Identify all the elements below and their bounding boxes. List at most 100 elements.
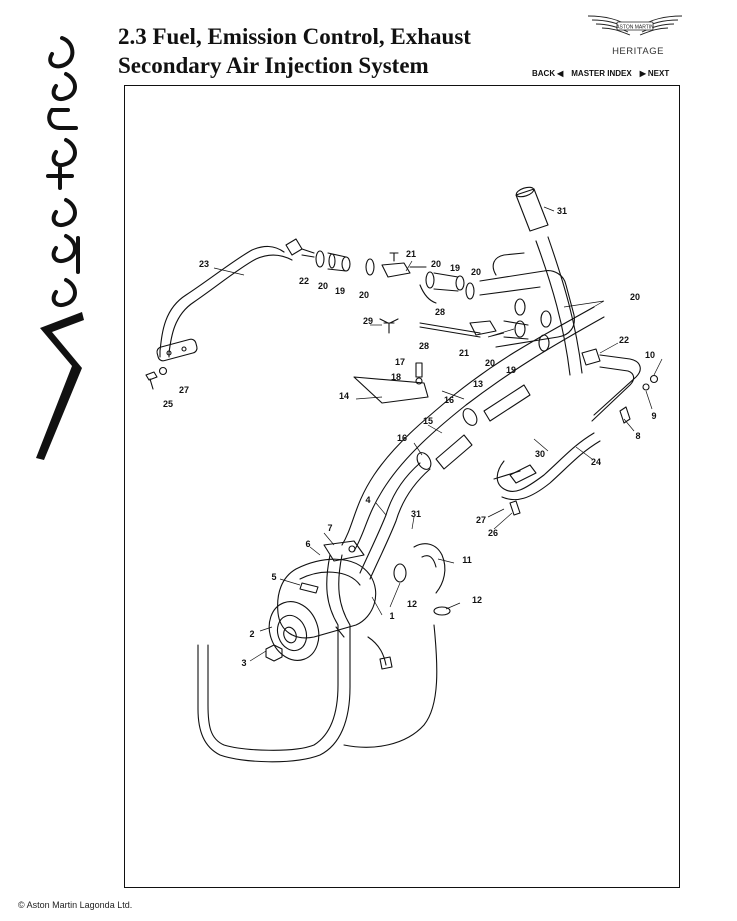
callout-19-c: 19 [506,365,516,375]
title-line-2: Secondary Air Injection System [118,53,429,78]
back-label: BACK [532,69,556,78]
connector-22-left [285,238,303,256]
callout-26: 26 [488,528,498,538]
tube-28-lower [419,322,481,338]
callout-22-right: 22 [619,335,629,345]
bracket-14 [353,376,429,404]
air-pump-1 [277,558,377,639]
pipe-31-vertical [535,236,583,376]
pipe-24 [496,432,601,501]
tube-28-upper [419,284,437,304]
callout-30: 30 [535,449,545,459]
callout-3: 3 [241,658,246,668]
callout-2: 2 [249,629,254,639]
hose-19-lower [503,320,529,340]
pump-end-cap-2 [268,601,320,661]
pipe-lower-loop [197,554,351,763]
callout-20-c: 20 [431,259,441,269]
pump-bracket-6 [323,540,365,562]
hose-19-middle [433,272,459,292]
callout-4: 4 [365,495,370,505]
callout-29: 29 [363,316,373,326]
nut-3 [265,644,283,662]
callout-13: 13 [473,379,483,389]
pump-connector [367,636,393,670]
aston-martin-wings-logo: ASTON MARTIN [586,10,684,40]
callout-16-lower: 16 [397,433,407,443]
callout-19-b: 19 [450,263,460,273]
callout-27-right: 27 [476,515,486,525]
callout-15: 15 [423,416,433,426]
hose-31-top [515,188,549,232]
callout-12-left: 12 [407,599,417,609]
callout-20-f: 20 [485,358,495,368]
callout-28-lower: 28 [419,341,429,351]
callout-19-a: 19 [335,286,345,296]
callout-27-left: 27 [179,385,189,395]
hose-15 [435,434,473,470]
callout-21-lower: 21 [459,348,469,358]
pipe-23 [159,245,285,358]
air-manifold [479,270,575,348]
page-title: 2.3 Fuel, Emission Control, Exhaust Seco… [118,22,538,80]
callout-31-top: 31 [557,206,567,216]
callout-6: 6 [305,539,310,549]
callout-12-right: 12 [472,595,482,605]
callout-5: 5 [271,572,276,582]
vantage-logo [22,28,88,468]
callout-18: 18 [391,372,401,382]
washer-18 [415,377,423,385]
back-link[interactable]: BACK ◀ [532,69,563,78]
page-navigation: BACK ◀ MASTER INDEX ▶ NEXT [532,69,682,78]
next-label: NEXT [647,69,670,78]
bolt-8 [619,406,631,424]
clamp-12-lower [433,606,451,616]
master-index-link[interactable]: MASTER INDEX [571,69,631,78]
hose-19-upper [327,252,347,272]
callout-24: 24 [591,457,601,467]
valve-21-upper [381,252,411,278]
pipe-11 [413,543,446,594]
bolt-7 [348,545,356,553]
bolt-26 [509,500,521,516]
callout-23: 23 [199,259,209,269]
bolt-17 [415,362,423,378]
badge-text: ASTON MARTIN [616,24,654,30]
next-link[interactable]: ▶ NEXT [640,69,670,78]
triangle-left-icon: ◀ [557,69,564,78]
callout-leaders [213,206,663,662]
hose-lower-right [343,624,438,748]
callout-25: 25 [163,399,173,409]
bolt-5 [299,582,319,594]
heritage-label: HERITAGE [612,46,664,57]
callout-17: 17 [395,357,405,367]
callout-11: 11 [462,555,472,565]
exploded-parts-diagram: 23 22 20 19 20 21 20 19 20 31 20 28 29 2… [124,85,680,888]
callout-22-left: 22 [299,276,309,286]
pipe-right-return [591,354,641,422]
washer-27-right [493,470,521,480]
hose-13 [483,384,531,422]
callout-20-e: 20 [630,292,640,302]
master-index-label: MASTER INDEX [571,69,632,78]
callout-8: 8 [635,431,640,441]
callout-10: 10 [645,350,655,360]
t-piece-29 [379,318,399,334]
callout-20-d: 20 [471,267,481,277]
callout-7: 7 [327,523,332,533]
nut-10 [649,374,659,384]
pipe-30 [341,306,595,546]
clamp-12-upper [393,563,407,583]
pipe-23-bracket [156,338,198,362]
title-line-1: 2.3 Fuel, Emission Control, Exhaust [118,24,471,49]
copyright-notice: © Aston Martin Lagonda Ltd. [18,900,133,910]
washer-27-left [158,366,168,376]
callout-16-upper: 16 [444,395,454,405]
valve-21-lower [469,320,497,336]
callout-28-upper: 28 [435,307,445,317]
callout-20-b: 20 [359,290,369,300]
callout-14: 14 [339,391,349,401]
washer-9 [642,383,650,391]
triangle-right-icon: ▶ [639,69,646,78]
connector-22-right [581,348,601,366]
